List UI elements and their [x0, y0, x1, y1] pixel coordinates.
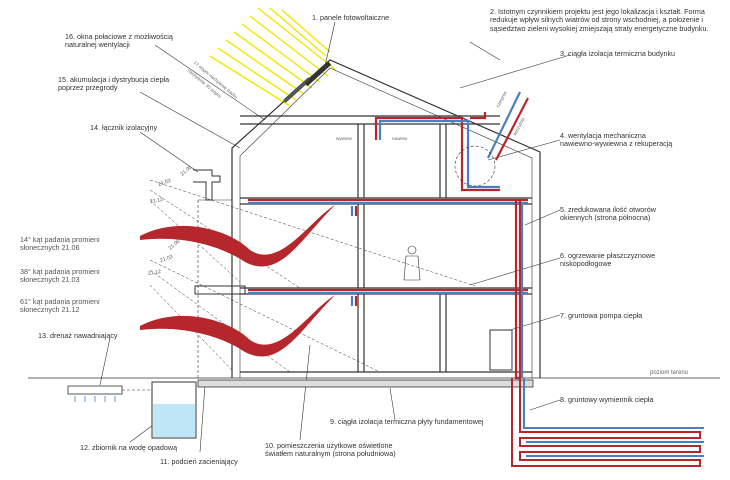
- label-6: 6. ogrzewanie płaszczyznowe niskopodłogo…: [560, 251, 656, 269]
- label-14: 14. łącznik izolacyjny: [90, 123, 158, 132]
- foundation-slab: [197, 379, 534, 388]
- angle-label-winter: 61° kąt padania promieni słonecznych 21.…: [20, 297, 100, 315]
- pv-panel: [304, 61, 332, 87]
- label-12: 12. zbiornik na wodę opadową: [80, 443, 178, 452]
- label-3: 3. ciągła izolacja termiczna budynku: [560, 49, 676, 58]
- drainage-drops: [74, 396, 116, 402]
- roof-window: [283, 77, 311, 103]
- ground-heat-exchanger: [511, 378, 704, 467]
- label-2: 2. Istotnym czynnikiem projektu jest jeg…: [490, 7, 709, 33]
- supply-label: nawiew: [392, 136, 408, 141]
- recuperator: [454, 145, 496, 187]
- sun-rays: [209, 7, 337, 107]
- ground-level-label: poziom terenu: [650, 370, 689, 376]
- tank-water: [153, 404, 195, 437]
- label-16: 16. okna połaciowe z możliwością natural…: [65, 32, 173, 50]
- label-5: 5. zredukowana ilość otworów okiennych (…: [560, 205, 656, 223]
- label-1: 1. panele fotowoltaiczne: [312, 13, 390, 22]
- label-4: 4. wentylacja mechaniczna nawiewno-wywie…: [560, 131, 673, 149]
- leader-lines: [99, 21, 571, 453]
- heat-pump: [489, 329, 513, 371]
- angle-label-equinox: 38° kąt padania promieni słonecznych 21.…: [20, 267, 100, 285]
- sun-angle-lines: [149, 179, 476, 373]
- exhaust-label: wywiew: [336, 136, 352, 141]
- label-11: 11. podcień zacieniający: [160, 457, 238, 466]
- wind-swooshes: [140, 205, 335, 357]
- label-9: 9. ciągła izolacja termiczna płyty funda…: [330, 417, 484, 426]
- label-13: 13. drenaż nawadniający: [38, 331, 118, 340]
- label-15: 15. akumulacja i dystrybucja ciepła popr…: [58, 75, 170, 93]
- angle-label-summer: 14° kąt padania promieni słonecznych 21.…: [20, 235, 100, 253]
- label-7: 7. gruntowa pompa ciepła: [560, 311, 643, 320]
- shading-balcony: [194, 199, 246, 378]
- label-8: 8. gruntowy wymiennik ciepła: [560, 395, 654, 404]
- insulated-connector: [193, 169, 221, 201]
- person-figure: [403, 245, 421, 281]
- label-10: 10. pomieszczenia użytkowe oświetlone św…: [265, 441, 396, 459]
- floor-heating-pipes: [248, 198, 528, 380]
- drainage: [67, 385, 123, 395]
- ventilation-ducts: [350, 91, 529, 306]
